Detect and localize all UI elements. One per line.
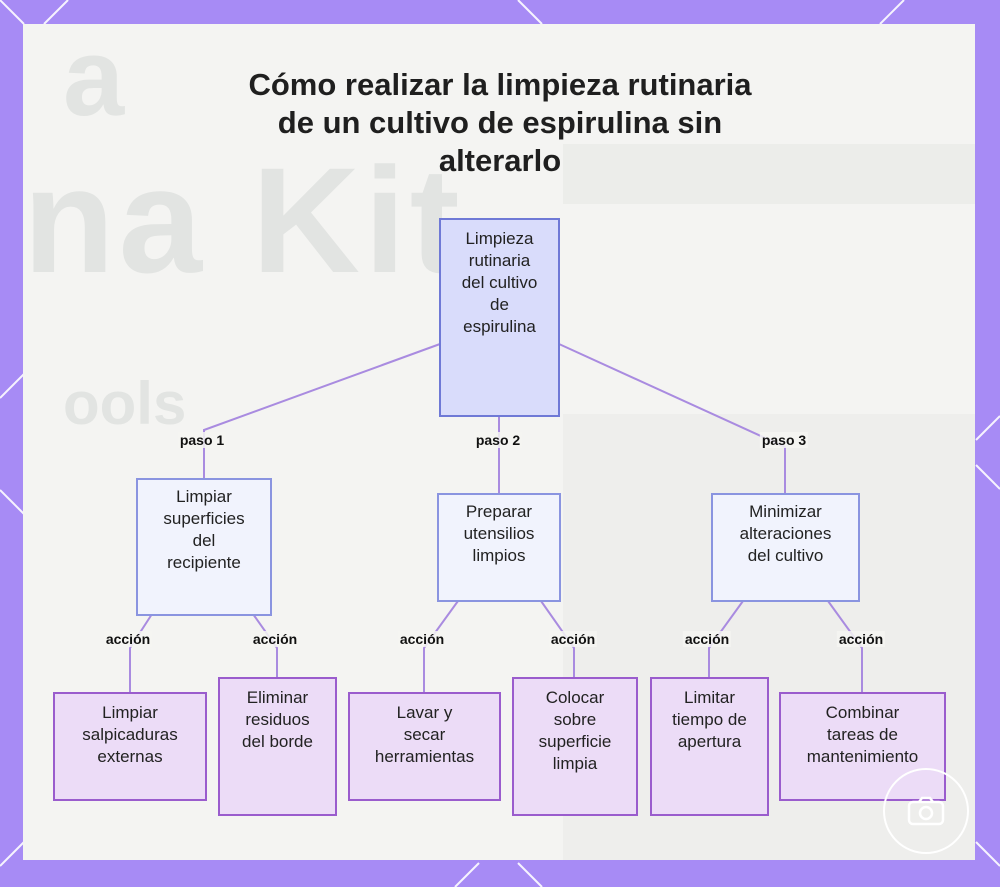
edge-label-action6: acción: [836, 631, 886, 647]
title-line: Cómo realizar la limpieza rutinaria: [248, 67, 752, 102]
action-node-5: Limitar tiempo de apertura: [650, 677, 769, 816]
node-text: superficie: [538, 732, 612, 751]
edge-step3-action6: [827, 600, 863, 693]
node-text: tiempo de: [672, 710, 747, 729]
edge-root-step3: [558, 343, 786, 493]
title-line: de un cultivo de espirulina sin: [277, 105, 723, 140]
edge-label-action5: acción: [682, 631, 732, 647]
node-text: salpicaduras: [82, 725, 178, 744]
edge-step3-action5: [708, 600, 744, 678]
root-node: Limpieza rutinaria del cultivo de espiru…: [439, 218, 560, 417]
edge-step1-action2: [252, 613, 278, 678]
background-text: a: [63, 24, 125, 139]
edge-step2-action4: [540, 600, 575, 678]
node-text: Colocar: [545, 688, 605, 707]
edge-label-step3: paso 3: [759, 432, 809, 448]
node-text: Limitar: [683, 688, 735, 707]
node-text: del cultivo: [461, 273, 538, 292]
node-text: Limpiar: [102, 703, 158, 722]
node-text: externas: [97, 747, 163, 766]
node-text: Eliminar: [246, 688, 309, 707]
edge-step2-action3: [423, 600, 459, 693]
node-text: limpios: [472, 546, 526, 565]
node-text: espirulina: [463, 317, 536, 336]
node-text: apertura: [677, 732, 742, 751]
edge-label-action2: acción: [250, 631, 300, 647]
node-text: secar: [403, 725, 446, 744]
diagram-title: Cómo realizar la limpieza rutinaria de u…: [200, 66, 800, 180]
edge-root-step1: [203, 343, 441, 478]
edge-label-action4: acción: [548, 631, 598, 647]
node-text: rutinaria: [468, 251, 531, 270]
node-text: superficies: [163, 509, 245, 528]
node-text: Lavar y: [396, 703, 453, 722]
step-node-1: Limpiar superficies del recipiente: [136, 478, 272, 616]
node-text: mantenimiento: [806, 747, 919, 766]
edge-label-step2: paso 2: [473, 432, 523, 448]
node-text: recipiente: [167, 553, 241, 572]
node-text: Preparar: [465, 502, 533, 521]
edge-label-action3: acción: [397, 631, 447, 647]
step-node-2: Preparar utensilios limpios: [437, 493, 561, 602]
action-node-1: Limpiar salpicaduras externas: [53, 692, 207, 801]
background-text: na Kit: [23, 136, 464, 304]
action-node-2: Eliminar residuos del borde: [218, 677, 337, 816]
node-text: alteraciones: [739, 524, 832, 543]
step-node-3: Minimizar alteraciones del cultivo: [711, 493, 860, 602]
node-text: del: [192, 531, 216, 550]
node-text: Limpiar: [176, 487, 232, 506]
camera-icon: [883, 768, 969, 854]
node-text: utensilios: [463, 524, 535, 543]
action-node-3: Lavar y secar herramientas: [348, 692, 501, 801]
node-text: residuos: [245, 710, 310, 729]
node-text: tareas de: [827, 725, 898, 744]
background-text: ools: [63, 370, 187, 437]
node-text: del borde: [242, 732, 313, 751]
node-text: Limpieza: [465, 229, 534, 248]
node-text: herramientas: [374, 747, 475, 766]
node-text: de: [490, 295, 509, 314]
edge-step1-action1: [129, 613, 153, 693]
title-line: alterarlo: [438, 143, 562, 178]
node-text: Combinar: [825, 703, 900, 722]
action-node-4: Colocar sobre superficie limpia: [512, 677, 638, 816]
node-text: limpia: [552, 754, 598, 773]
node-text: del cultivo: [747, 546, 824, 565]
node-text: Minimizar: [749, 502, 822, 521]
node-text: sobre: [553, 710, 597, 729]
background-blur-block: [563, 144, 975, 204]
edge-label-step1: paso 1: [177, 432, 227, 448]
edge-label-action1: acción: [103, 631, 153, 647]
